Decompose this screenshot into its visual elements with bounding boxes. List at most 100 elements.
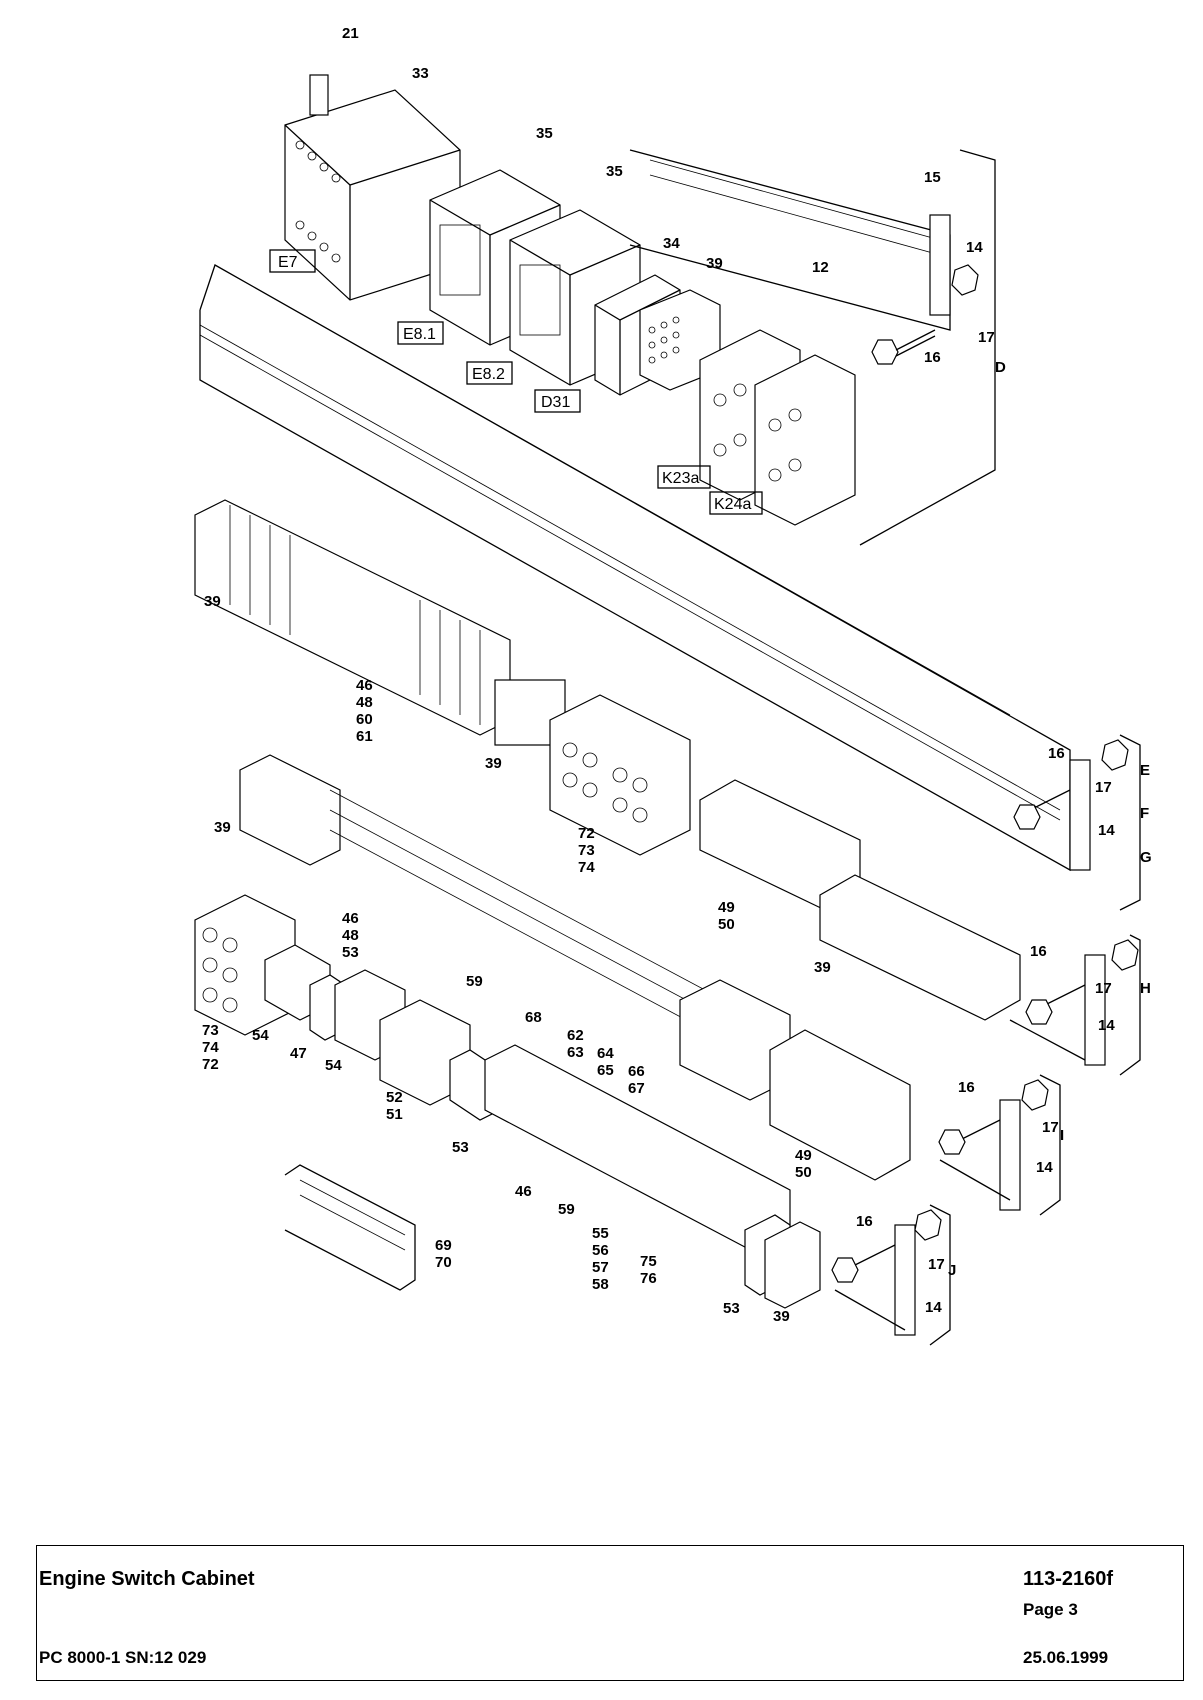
main-long-rail [199,264,1071,872]
callout-15: 15 [924,169,941,186]
callout-49: 49 [795,1147,812,1164]
callout-I: I [1060,1127,1064,1144]
bracket-i [938,1074,1061,1216]
callout-G: G [1140,849,1152,866]
callout-56: 56 [592,1242,609,1259]
bracket-d [859,149,996,546]
box-label-text: E7 [278,254,298,271]
bracket-efg [1013,734,1141,911]
callout-47: 47 [290,1045,307,1062]
callout-16: 16 [958,1079,975,1096]
terminal-strip-49-50-lower [769,1029,911,1181]
callout-50: 50 [718,916,735,933]
callout-68: 68 [525,1009,542,1026]
document-number: 113-2160f [1023,1568,1114,1590]
terminal-strip-row-2 [239,754,791,1101]
callout-63: 63 [567,1044,584,1061]
callout-H: H [1140,980,1151,997]
callout-34: 34 [663,235,680,252]
callout-14: 14 [1098,822,1115,839]
callout-46: 46 [342,910,359,927]
callout-48: 48 [342,927,359,944]
callout-74: 74 [202,1039,219,1056]
callout-16: 16 [856,1213,873,1230]
callout-70: 70 [435,1254,452,1271]
box-label-d31: D31 [534,389,581,413]
callout-39: 39 [204,593,221,610]
callout-57: 57 [592,1259,609,1276]
callout-66: 66 [628,1063,645,1080]
document-date: 25.06.1999 [1023,1648,1109,1667]
callout-73: 73 [202,1022,219,1039]
callout-74: 74 [578,859,595,876]
callout-39: 39 [814,959,831,976]
callout-64: 64 [597,1045,614,1062]
callout-39: 39 [214,819,231,836]
callout-67: 67 [628,1080,645,1097]
callout-61: 61 [356,728,373,745]
callout-73: 73 [578,842,595,859]
terminal-block-39-lower [764,1221,821,1309]
callout-35: 35 [606,163,623,180]
callout-50: 50 [795,1164,812,1181]
box-label-e7: E7 [269,249,316,273]
callout-16: 16 [1048,745,1065,762]
terminal-strip-39-right [819,874,1021,1021]
callout-D: D [995,359,1006,376]
callout-33: 33 [412,65,429,82]
callout-14: 14 [1036,1159,1053,1176]
callout-12: 12 [812,259,829,276]
box-label-text: D31 [541,394,570,411]
cable-duct-69-70 [284,1164,416,1291]
callout-75: 75 [640,1253,657,1270]
box-label-text: K24a [714,496,751,513]
callout-72: 72 [202,1056,219,1073]
box-label-text: E8.2 [472,366,505,383]
callout-14: 14 [925,1299,942,1316]
callout-14: 14 [966,239,983,256]
callout-58: 58 [592,1276,609,1293]
callout-39: 39 [706,255,723,272]
callout-48: 48 [356,694,373,711]
box-label-text: K23a [662,470,699,487]
fuse-holders-72-73-74 [549,694,691,856]
callout-16: 16 [924,349,941,366]
box-label-text: E8.1 [403,326,436,343]
callout-76: 76 [640,1270,657,1287]
callout-54: 54 [325,1057,342,1074]
callout-J: J [948,1262,956,1279]
callout-16: 16 [1030,943,1047,960]
title-block: Engine Switch Cabinet 113-2160f Page 3 P… [36,1545,1184,1681]
callout-17: 17 [1042,1119,1059,1136]
bracket-j [831,1204,951,1346]
callout-14: 14 [1098,1017,1115,1034]
bracket-h [1009,934,1141,1076]
callout-60: 60 [356,711,373,728]
callout-69: 69 [435,1237,452,1254]
callout-65: 65 [597,1062,614,1079]
callout-17: 17 [978,329,995,346]
callout-46: 46 [356,677,373,694]
callout-17: 17 [1095,779,1112,796]
callout-F: F [1140,805,1149,822]
callout-35: 35 [536,125,553,142]
callout-53: 53 [452,1139,469,1156]
callout-17: 17 [928,1256,945,1273]
screw-nut-d [871,264,979,365]
callout-39: 39 [485,755,502,772]
box-label-k24a: K24a [709,491,763,515]
din-rail-top [629,149,951,331]
exploded-parts-diagram: 2133353515143439121716D3946486061391617E… [194,25,1152,1346]
page-number: Page 3 [1023,1600,1078,1619]
callout-52: 52 [386,1089,403,1106]
box-label-e8-2: E8.2 [466,361,513,385]
callout-72: 72 [578,825,595,842]
small-terminals [264,944,471,1106]
box-label-k23a: K23a [657,465,711,489]
callout-E: E [1140,762,1150,779]
callout-46: 46 [515,1183,532,1200]
callout-54: 54 [252,1027,269,1044]
callout-21: 21 [342,25,359,42]
callout-17: 17 [1095,980,1112,997]
callout-49: 49 [718,899,735,916]
